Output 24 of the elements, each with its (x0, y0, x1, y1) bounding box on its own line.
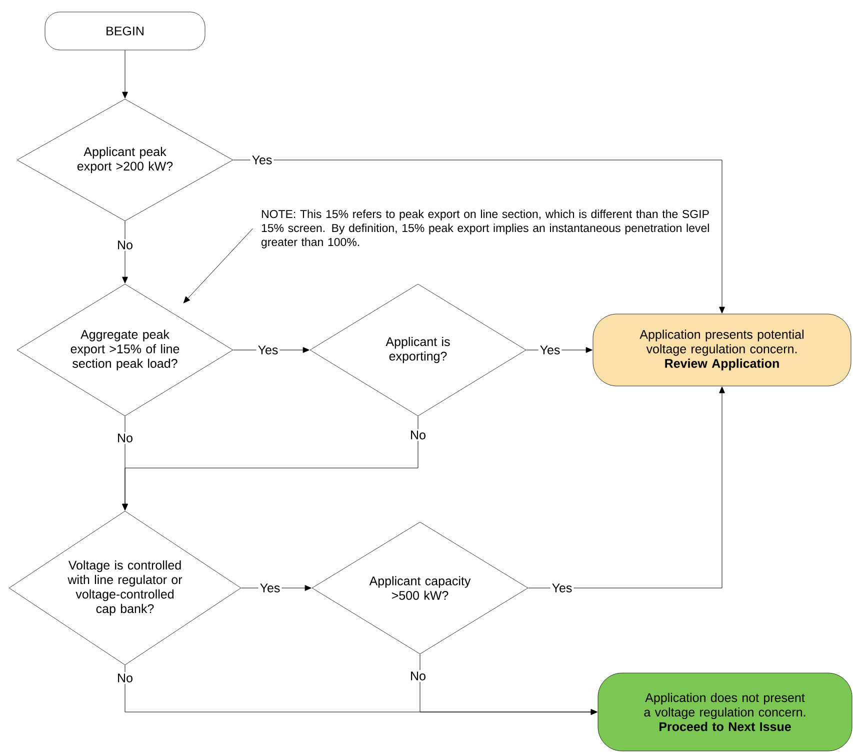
arrow (240, 585, 312, 591)
arrow (122, 50, 128, 98)
edge-label: No (116, 672, 134, 684)
outcome-box: Application presents potential voltage regulation concern. Review Application (592, 314, 852, 386)
leader-line (183, 228, 254, 304)
edge-label: Yes (256, 344, 280, 356)
edge-label: No (116, 239, 134, 251)
edge-label: Yes (538, 344, 562, 356)
arrow (122, 416, 418, 510)
edge-label: Yes (550, 582, 574, 594)
edge-label: Yes (250, 154, 274, 166)
arrow (526, 347, 592, 353)
arrow (528, 386, 725, 588)
edge-label: Yes (258, 582, 282, 594)
edge-label: No (408, 429, 428, 441)
note-text: NOTE: This 15% refers to peak export on line section, which is different than the SGIP 15% screen. By definition, 15% peak export implies an instantaneous penetration level greater than 100%. (262, 210, 709, 248)
edge-label: No (408, 670, 428, 682)
arrow (420, 654, 598, 715)
arrow (232, 347, 310, 353)
edge-label: No (116, 432, 134, 444)
start-terminal: BEGIN (44, 12, 206, 50)
outcome-box: Application does not present a voltage regulation concern. Proceed to Next Issue (598, 672, 852, 752)
arrow (232, 160, 725, 314)
arrow (122, 220, 128, 284)
